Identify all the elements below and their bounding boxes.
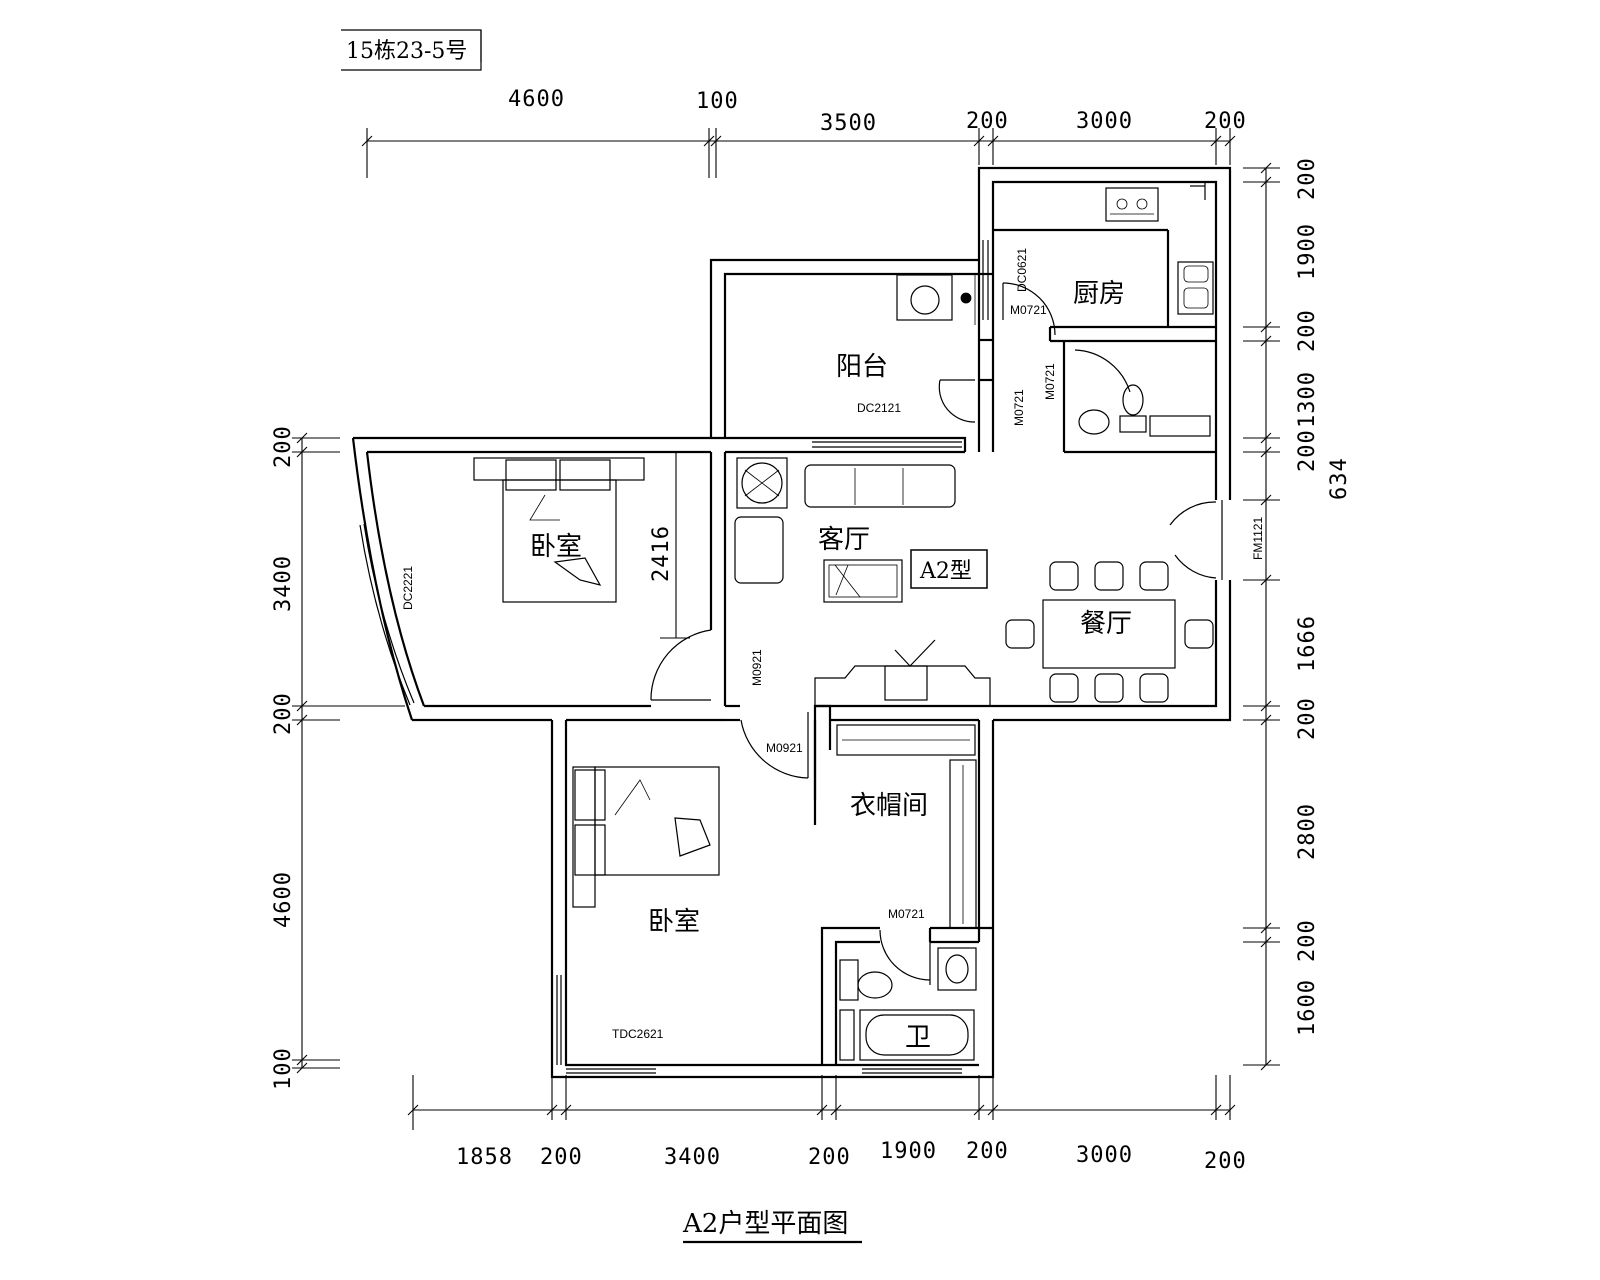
code-dc2121: DC2121 xyxy=(857,401,901,415)
wash-basin-icon xyxy=(937,947,977,991)
room-dining: 餐厅 xyxy=(1080,609,1132,639)
dim-left-100: 100 xyxy=(271,1047,296,1090)
dim-right-200c: 200 xyxy=(1295,429,1320,472)
dim-top-200b: 200 xyxy=(1204,109,1247,134)
code-dc0621: DC0621 xyxy=(1015,248,1029,292)
dim-bed-2416: 2416 xyxy=(649,525,674,582)
code-m0721-closet: M0721 xyxy=(888,907,925,921)
code-m0721-balcony: M0721 xyxy=(1012,389,1026,426)
code-m0921-lower: M0921 xyxy=(766,741,803,755)
code-m0921-upper: M0921 xyxy=(750,649,764,686)
code-m0721-bath-upper: M0721 xyxy=(1043,363,1057,400)
room-living: 客厅 xyxy=(818,525,870,555)
left-dim-labels: 200 3400 200 4600 100 xyxy=(271,425,296,1090)
walls xyxy=(351,166,1232,1079)
room-bedroom-upper: 卧室 xyxy=(530,532,582,562)
dim-bottom-200b: 200 xyxy=(808,1145,851,1170)
dimension-lines xyxy=(292,128,1280,1130)
code-m0721-kitchen: M0721 xyxy=(1010,303,1047,317)
dim-right-200a: 200 xyxy=(1295,157,1320,200)
dimension-labels: 4600 100 3500 200 3000 200 1858 200 3400… xyxy=(271,87,1352,1174)
dim-right-200d: 200 xyxy=(1295,697,1320,740)
dim-right-1600: 1600 xyxy=(1295,979,1320,1036)
dim-right-1666: 1666 xyxy=(1295,615,1320,672)
dim-right-200b: 200 xyxy=(1295,309,1320,352)
code-fm1121: FM1121 xyxy=(1251,517,1265,560)
room-bedroom-lower: 卧室 xyxy=(648,907,700,937)
unit-type-label: A2型 xyxy=(919,559,972,584)
room-balcony: 阳台 xyxy=(836,352,888,382)
bed-upper-icon xyxy=(473,457,645,603)
bathtub-icon xyxy=(839,1009,975,1061)
dim-bottom-1900: 1900 xyxy=(880,1139,937,1164)
room-bath: 卫 xyxy=(905,1023,931,1053)
toilet-lower-icon xyxy=(839,959,893,1001)
dim-bottom-3400: 3400 xyxy=(664,1145,721,1170)
code-dc2221: DC2221 xyxy=(401,566,415,610)
unit-type-box: A2型 xyxy=(910,549,988,589)
dim-right-634: 634 xyxy=(1327,457,1352,500)
dim-top-4600: 4600 xyxy=(508,87,565,112)
dim-top-3000: 3000 xyxy=(1076,109,1133,134)
sink-icon xyxy=(1177,261,1214,315)
dim-right-1900: 1900 xyxy=(1295,223,1320,280)
building-tag: 15栋23-5号 xyxy=(341,29,482,71)
dim-bottom-200d: 200 xyxy=(1204,1149,1247,1174)
side-table-icon xyxy=(736,457,788,509)
sofa-icon xyxy=(734,464,956,584)
plan-title-text: A2户型平面图 xyxy=(682,1209,848,1239)
toilet-icon xyxy=(1078,384,1211,437)
dim-bottom-200a: 200 xyxy=(540,1145,583,1170)
building-tag-text: 15栋23-5号 xyxy=(346,39,467,64)
furniture xyxy=(473,182,1214,1061)
opening-codes: DC0621 M0721 M0721 M0721 DC2121 DC2221 F… xyxy=(401,248,1265,1041)
dim-bottom-3000: 3000 xyxy=(1076,1143,1133,1168)
plan-title: A2户型平面图 xyxy=(682,1209,862,1244)
dim-right-1300: 1300 xyxy=(1295,371,1320,428)
right-dim-labels: 200 1900 200 1300 200 634 1666 200 2800 … xyxy=(1295,157,1352,1036)
coffee-table-icon xyxy=(823,559,903,603)
room-labels: 阳台 厨房 客厅 餐厅 卧室 卧室 衣帽间 卫 xyxy=(530,279,1132,1053)
dim-left-200b: 200 xyxy=(271,692,296,735)
room-kitchen: 厨房 xyxy=(1073,279,1125,309)
bed-lower-icon xyxy=(572,766,720,908)
dim-top-100: 100 xyxy=(696,89,739,114)
dim-left-3400: 3400 xyxy=(271,555,296,612)
dim-top-200a: 200 xyxy=(966,109,1009,134)
dim-right-2800: 2800 xyxy=(1295,803,1320,860)
dim-top-3500: 3500 xyxy=(820,111,877,136)
dim-left-200a: 200 xyxy=(271,425,296,468)
tv-cabinet-icon xyxy=(814,639,991,706)
room-closet: 衣帽间 xyxy=(850,791,928,821)
washing-machine-icon xyxy=(896,274,976,325)
dim-bottom-1858: 1858 xyxy=(456,1145,513,1170)
stove-icon xyxy=(1105,187,1159,222)
closet-rail-icon xyxy=(836,724,977,929)
dining-table-icon xyxy=(1005,561,1214,703)
doors xyxy=(650,282,1223,985)
dim-bottom-200c: 200 xyxy=(966,1139,1009,1164)
dim-right-200e: 200 xyxy=(1295,919,1320,962)
windows xyxy=(359,240,989,1074)
dim-left-4600: 4600 xyxy=(271,871,296,928)
code-tdc2621: TDC2621 xyxy=(612,1027,664,1041)
